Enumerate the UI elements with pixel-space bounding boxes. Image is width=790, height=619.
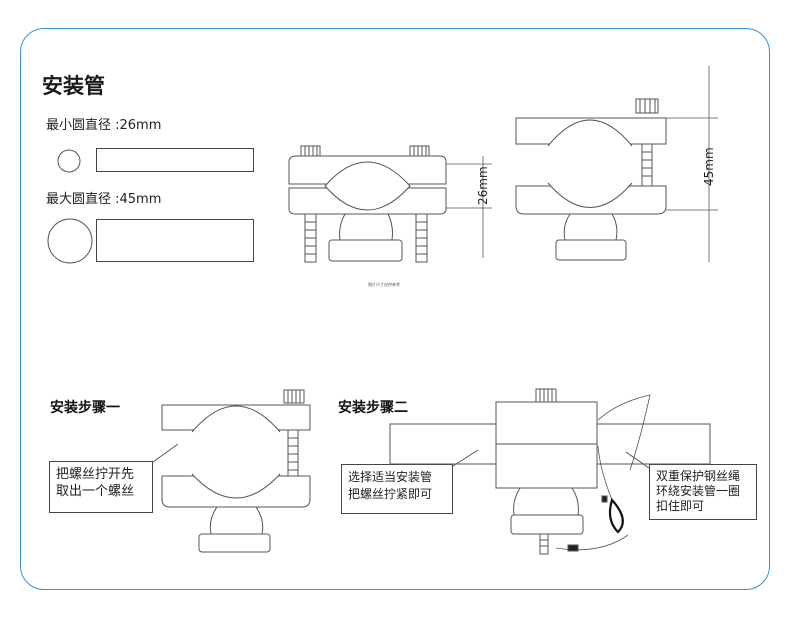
dim-26mm: 26mm [476,166,490,205]
step2-heading: 安装步骤二 [338,400,408,416]
step2-clamp [389,388,711,555]
step2-line-1: 选择适当安装管 [348,470,433,484]
min-diameter-label: 最小圆直径 :26mm [46,118,162,133]
step1-line-1: 把螺丝拧开先 [56,467,135,482]
max-size-bar [96,219,254,262]
max-circle [47,218,93,264]
step1-heading: 安装步骤一 [50,400,120,416]
max-diameter-label: 最大圆直径 :45mm [46,192,162,207]
clamp-large [515,66,718,262]
step3-note: 双重保护钢丝绳 环绕安装管一圈 扣住即可 [649,464,757,520]
step2-line-2: 把螺丝拧紧即可 [348,487,433,501]
min-circle [57,149,81,173]
content-frame [20,28,770,590]
clamp-small [288,145,492,263]
step3-line-2: 环绕安装管一圈 [656,484,741,498]
dim-45mm: 45mm [702,147,716,186]
step3-line-1: 双重保护钢丝绳 [656,469,741,483]
step1-clamp [152,389,311,553]
step1-note: 把螺丝拧开先 取出一个螺丝 [49,461,153,513]
min-size-bar [96,148,254,172]
step3-line-3: 扣住即可 [656,499,705,513]
step1-line-2: 取出一个螺丝 [56,484,135,499]
tiny-caption: 图片尺寸仅供参考 [368,282,400,287]
page-title: 安装管 [42,74,105,98]
